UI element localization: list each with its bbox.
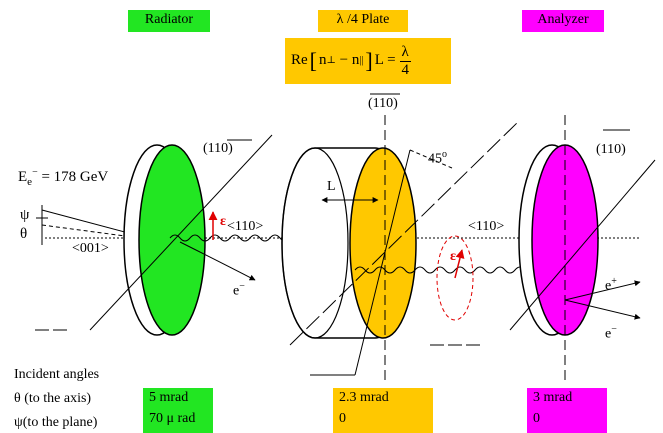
formula-bracket-open: [ — [309, 48, 317, 74]
analyzer-title: Analyzer — [522, 10, 604, 32]
formula-par-sub: || — [359, 55, 364, 67]
radiator-psi: 70 μ rad — [149, 411, 196, 427]
psi-label: ψ — [20, 207, 30, 223]
positron-track — [564, 280, 641, 301]
formula-n-perp: n — [319, 52, 327, 69]
formula-n-par: n — [351, 52, 360, 69]
plate-angles: 2.3 mrad 0 — [333, 388, 433, 433]
energy-prefix: E — [18, 169, 28, 185]
angle-45-value: 45 — [428, 151, 442, 167]
plate-theta: 2.3 mrad — [339, 390, 389, 405]
axis-110-plate: <110> — [468, 219, 505, 234]
formula-length: L = — [374, 52, 396, 69]
positron-sup: + — [611, 276, 617, 287]
analyzer-psi: 0 — [533, 411, 540, 427]
radiator-theta: 5 mrad — [149, 390, 189, 405]
psi-row-label: ψ(to the plane) — [14, 415, 98, 430]
electron-path-radiator — [179, 241, 256, 281]
axis-110-radiator: <110> — [227, 219, 264, 234]
electron-out-label: e− — [605, 325, 617, 342]
analyzer-theta: 3 mrad — [533, 390, 573, 405]
incident-angles-heading: Incident angles — [14, 367, 100, 382]
formula-prefix: Re — [291, 52, 308, 69]
energy-sub: e — [27, 176, 33, 188]
theta-label: θ — [20, 226, 28, 242]
theta-row-label: θ (to the axis) — [14, 391, 92, 406]
electron-track — [564, 299, 641, 320]
analyzer-crystal — [430, 115, 656, 380]
radiator-title: Radiator — [128, 10, 210, 32]
radiator-crystal — [35, 134, 273, 336]
photon-radiator — [169, 234, 291, 242]
angle-deg: o — [442, 149, 447, 160]
formula-numerator: λ — [399, 44, 411, 62]
beam-energy: Ee− = 178 GeV — [18, 168, 108, 188]
formula-bracket-close: ] — [365, 48, 373, 74]
formula-fraction: λ 4 — [399, 44, 411, 78]
electron-out-e: e — [605, 326, 612, 342]
plane-110-radiator: (110) — [203, 141, 233, 156]
angle-45-label: 45o — [428, 150, 447, 167]
energy-value: = 178 GeV — [41, 169, 109, 185]
formula-denominator: 4 — [401, 61, 409, 78]
plate-psi: 0 — [339, 411, 346, 427]
radiator-angles: 5 mrad 70 μ rad — [143, 388, 213, 433]
positron-e: e — [605, 278, 612, 294]
formula-minus: − — [335, 52, 352, 69]
phase-formula: Re [ n ⊥ − n || ] L = λ 4 — [285, 38, 451, 84]
electron-radiator-sup: − — [239, 281, 245, 292]
electron-radiator-e: e — [233, 283, 240, 299]
polarization-arrow-plate — [454, 249, 465, 279]
plate-title: λ /4 Plate — [318, 10, 408, 32]
length-label: L — [327, 179, 336, 194]
plane-110-plate-top: (110) — [368, 96, 398, 111]
positron-label: e+ — [605, 277, 617, 294]
energy-sup: − — [32, 167, 38, 178]
polarization-ellipse — [436, 235, 474, 321]
epsilon-radiator: ε — [220, 214, 226, 229]
electron-out-sup: − — [611, 324, 617, 335]
quarter-wave-plate — [281, 115, 521, 380]
plane-110-analyzer: (110) — [596, 142, 626, 157]
axis-001-label: <001> — [72, 241, 109, 256]
analyzer-angles: 3 mrad 0 — [527, 388, 607, 433]
epsilon-plate: ε — [450, 249, 456, 264]
formula-perp-sub: ⊥ — [326, 55, 336, 67]
electron-radiator-label: e− — [233, 282, 245, 299]
